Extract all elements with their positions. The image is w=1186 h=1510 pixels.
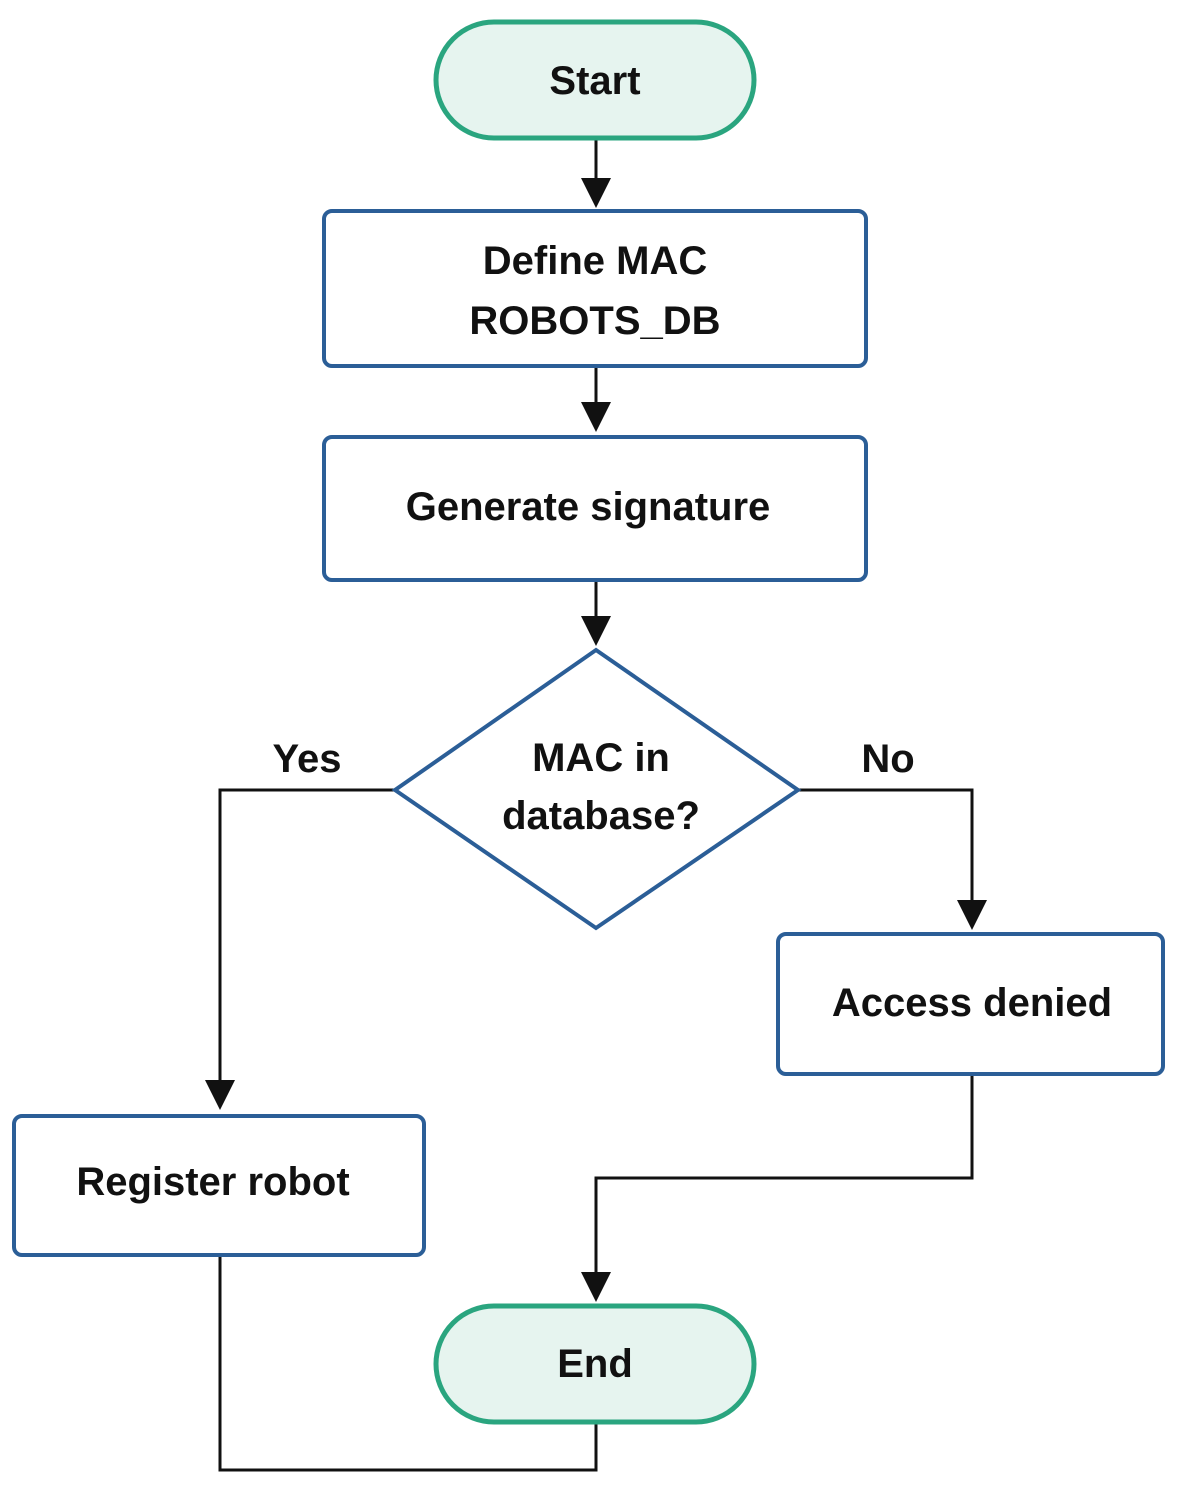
no-edge-label: No <box>861 737 914 781</box>
start-node: Start <box>433 19 757 141</box>
edge-decision-yes-to-register <box>205 788 396 1110</box>
access-denied-process-shape <box>776 932 1165 1076</box>
decision-label-line1: MAC in <box>532 736 670 780</box>
edge-register-to-end <box>218 1255 598 1472</box>
decision-node: MAC in database? <box>391 647 802 931</box>
generate-process-shape <box>322 435 868 582</box>
start-terminal-shape <box>433 19 757 141</box>
register-label: Register robot <box>76 1160 349 1204</box>
register-node: Register robot <box>12 1114 426 1257</box>
generate-node: Generate signature <box>322 435 868 582</box>
connectors <box>205 139 987 1472</box>
decision-label-line2: database? <box>502 794 700 838</box>
register-process-shape <box>12 1114 426 1257</box>
define-label-line2: ROBOTS_DB <box>469 299 720 343</box>
generate-label: Generate signature <box>406 485 771 529</box>
access-denied-label: Access denied <box>832 981 1112 1025</box>
decision-diamond-shape <box>391 647 802 931</box>
start-label: Start <box>549 59 640 103</box>
define-label-line1: Define MAC <box>483 239 707 283</box>
edge-access-denied-to-end <box>581 1074 974 1302</box>
end-node: End <box>433 1303 757 1425</box>
define-process-shape <box>322 209 868 368</box>
end-terminal-shape <box>433 1303 757 1425</box>
access-denied-node: Access denied <box>776 932 1165 1076</box>
yes-edge-label: Yes <box>273 737 342 781</box>
end-label: End <box>557 1342 633 1386</box>
define-node: Define MAC ROBOTS_DB <box>322 209 868 368</box>
edge-decision-no-to-access-denied <box>797 788 987 930</box>
